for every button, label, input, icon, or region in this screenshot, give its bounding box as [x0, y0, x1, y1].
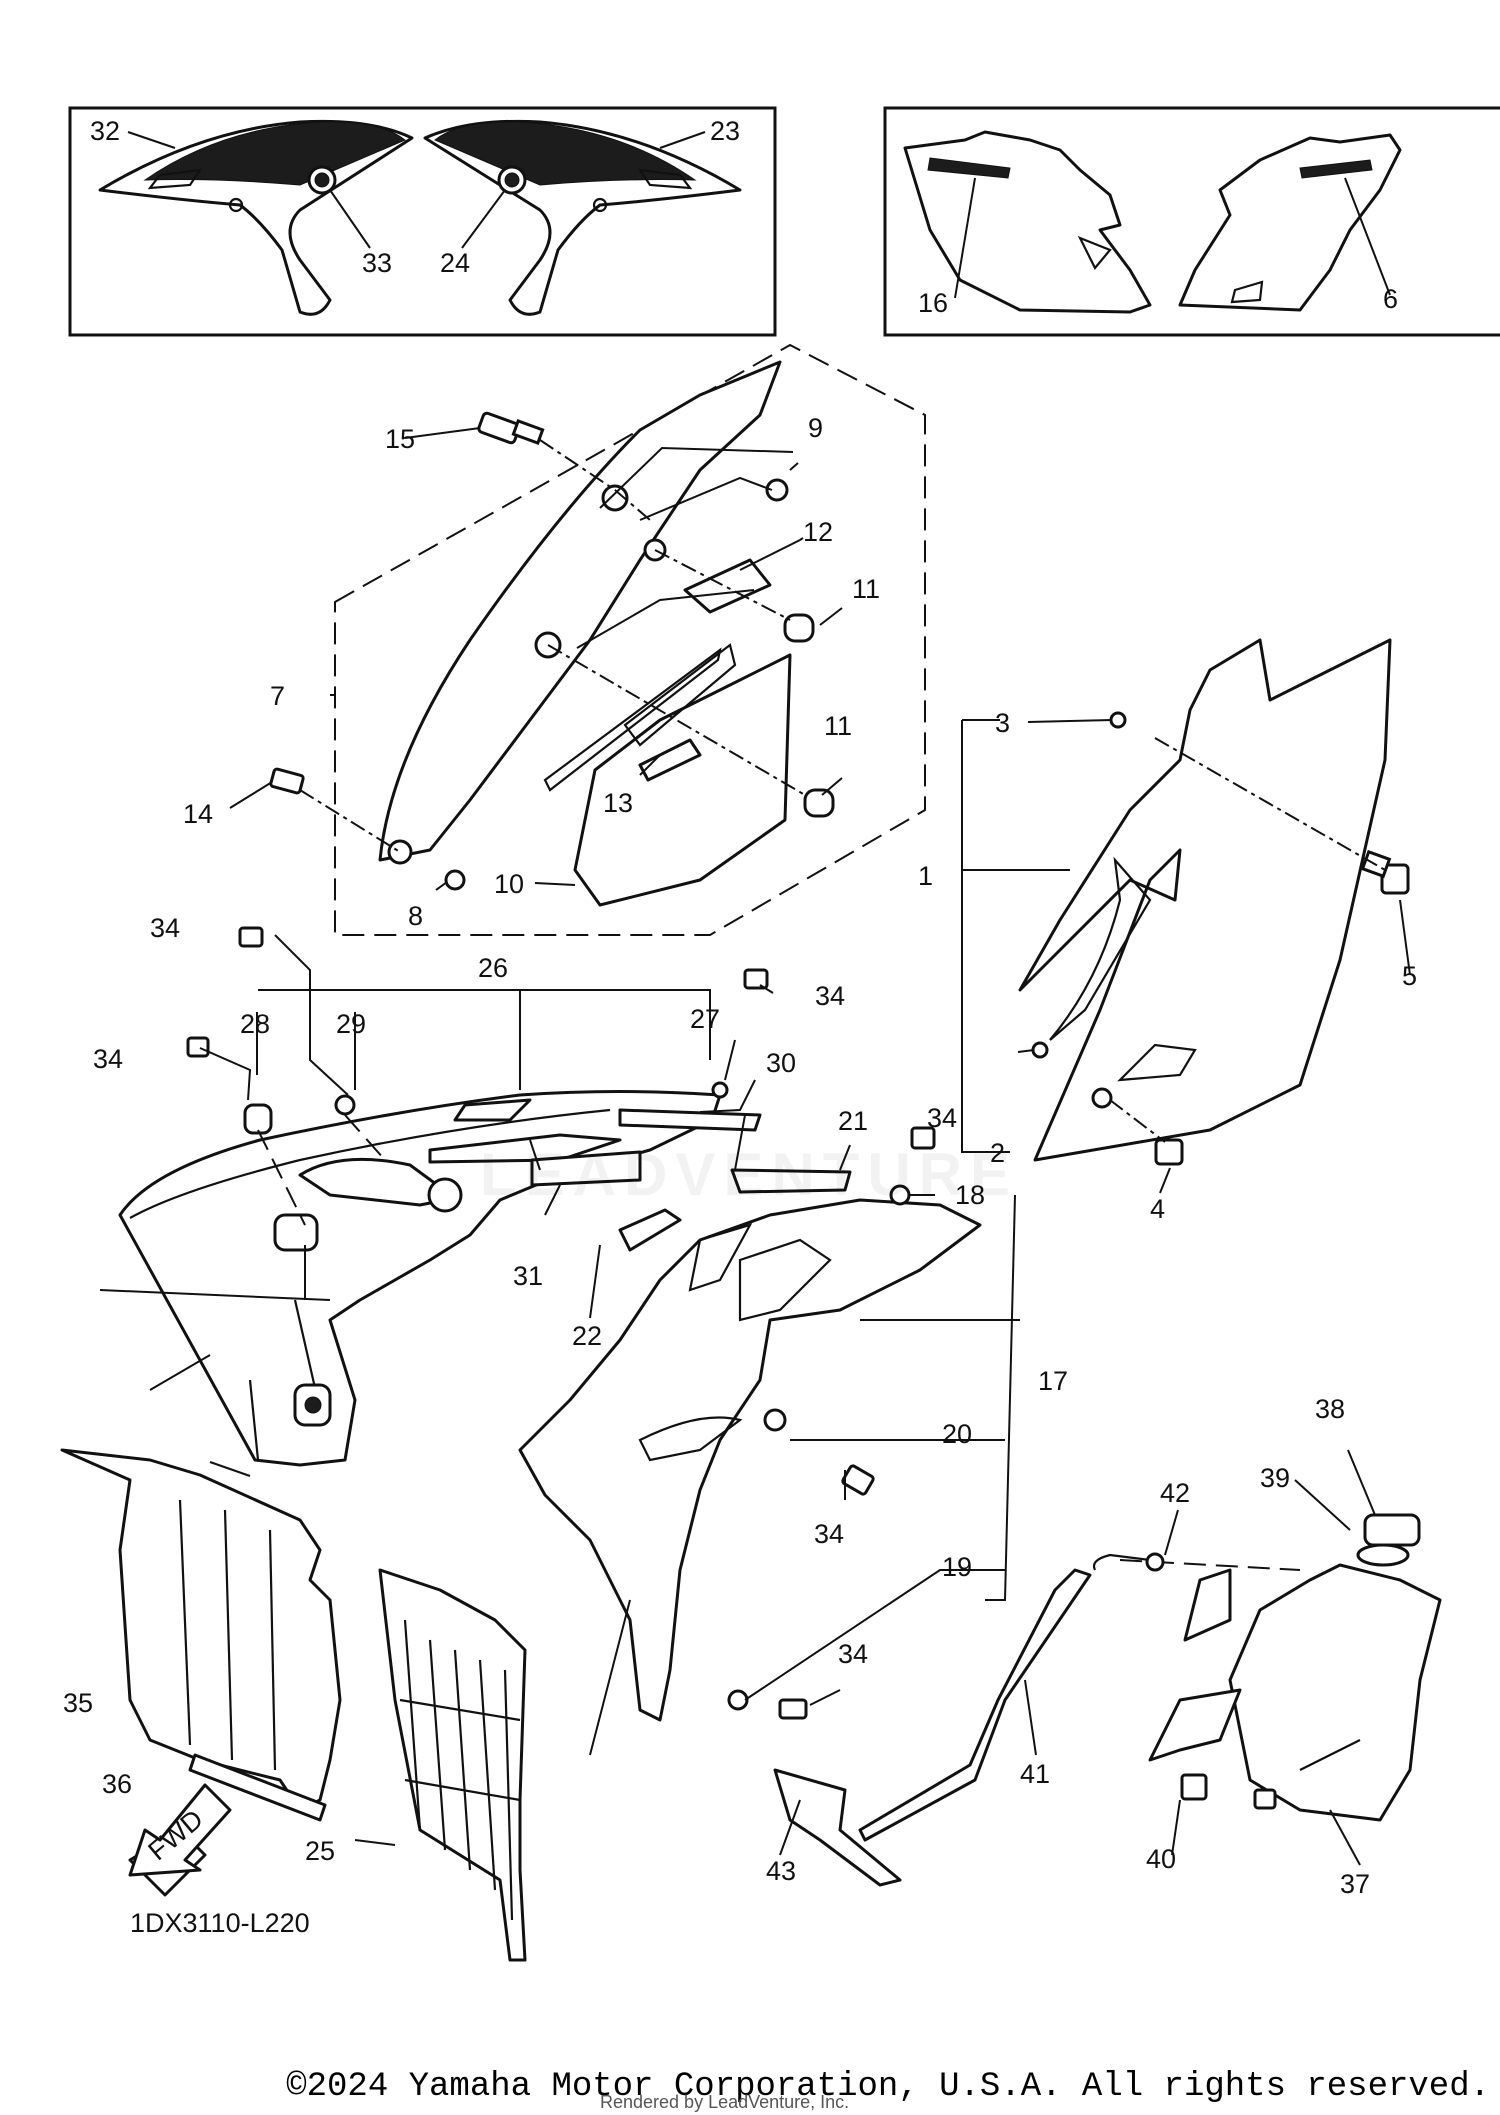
callout: 24 [440, 248, 470, 278]
bolt-15 [477, 411, 545, 445]
copyright-text: ©2024 Yamaha Motor Corporation, U.S.A. A… [286, 2068, 1490, 2106]
decal-box-side-covers [883, 106, 1500, 337]
catch-tank-37 [773, 1449, 1442, 1887]
radiator-guard-35 [60, 1448, 342, 1822]
callout: 11 [824, 711, 852, 741]
callout: 34 [927, 1103, 957, 1133]
callout: 27 [690, 1004, 720, 1034]
callout: 34 [150, 913, 180, 943]
callout: 38 [1315, 1394, 1345, 1424]
callout: 34 [93, 1044, 123, 1074]
callout: 25 [305, 1836, 335, 1866]
callout: 9 [808, 413, 823, 443]
callout: 34 [815, 981, 845, 1011]
callout: 26 [478, 953, 508, 983]
radiator-shroud-26 [99, 926, 774, 1467]
renderer-credit: Rendered by LeadVenture, Inc. [600, 2092, 850, 2112]
callout: 39 [1260, 1463, 1290, 1493]
leader-31 [529, 1139, 541, 1171]
leader-25 [354, 1839, 396, 1846]
callout: 30 [766, 1048, 796, 1078]
callout: 6 [1383, 284, 1398, 314]
fwd-arrow: FWD [128, 1783, 232, 1877]
callout: 8 [408, 901, 423, 931]
callout: 10 [494, 869, 524, 899]
callout: 21 [838, 1106, 868, 1136]
callout: 29 [336, 1009, 366, 1039]
callout: 16 [918, 288, 948, 318]
callout: 37 [1340, 1869, 1370, 1899]
callout: 20 [942, 1419, 972, 1449]
callout-labels: 1 2 3 4 5 6 7 8 9 10 11 11 12 13 14 15 1… [63, 116, 1417, 1938]
callout: 43 [766, 1856, 796, 1886]
callout: 34 [814, 1519, 844, 1549]
callout: 23 [710, 116, 740, 146]
callout: 12 [803, 517, 833, 547]
callout: 7 [270, 681, 285, 711]
callout: 1 [918, 861, 933, 891]
callout: 17 [1038, 1366, 1068, 1396]
decal-box-shrouds [68, 106, 777, 337]
callout: 5 [1402, 961, 1417, 991]
callout: 33 [362, 248, 392, 278]
air-box-cover-assembly [229, 343, 926, 936]
callout: 41 [1020, 1759, 1050, 1789]
callout: 14 [183, 799, 213, 829]
callout: 34 [838, 1639, 868, 1669]
leader-21 [734, 1114, 746, 1171]
leader-35 [149, 1354, 211, 1391]
callout: 19 [942, 1552, 972, 1582]
callout: 11 [852, 574, 880, 604]
callout: 35 [63, 1688, 93, 1718]
callout: 15 [385, 424, 415, 454]
diagram-code: 1DX3110-L220 [130, 1908, 310, 1938]
leader-22 [589, 1244, 601, 1319]
watermark: LEADVENTURE [480, 1141, 1019, 1208]
callout: 42 [1160, 1478, 1190, 1508]
callout: 18 [955, 1180, 985, 1210]
side-cover-1 [961, 638, 1411, 1194]
callout: 40 [1146, 1844, 1176, 1874]
callout: 32 [90, 116, 120, 146]
callout: 13 [603, 788, 633, 818]
callout: 28 [240, 1009, 270, 1039]
callout: 22 [572, 1321, 602, 1351]
callout: 36 [102, 1769, 132, 1799]
callout: 4 [1150, 1194, 1165, 1224]
copyright-footer: ©2024 Yamaha Motor Corporation, U.S.A. A… [0, 2068, 1500, 2106]
callout: 31 [513, 1261, 543, 1291]
callout: 3 [995, 708, 1010, 738]
leader-36 [209, 1461, 251, 1477]
radiator-shroud-17 [518, 1126, 1020, 1756]
callout: 2 [990, 1138, 1005, 1168]
